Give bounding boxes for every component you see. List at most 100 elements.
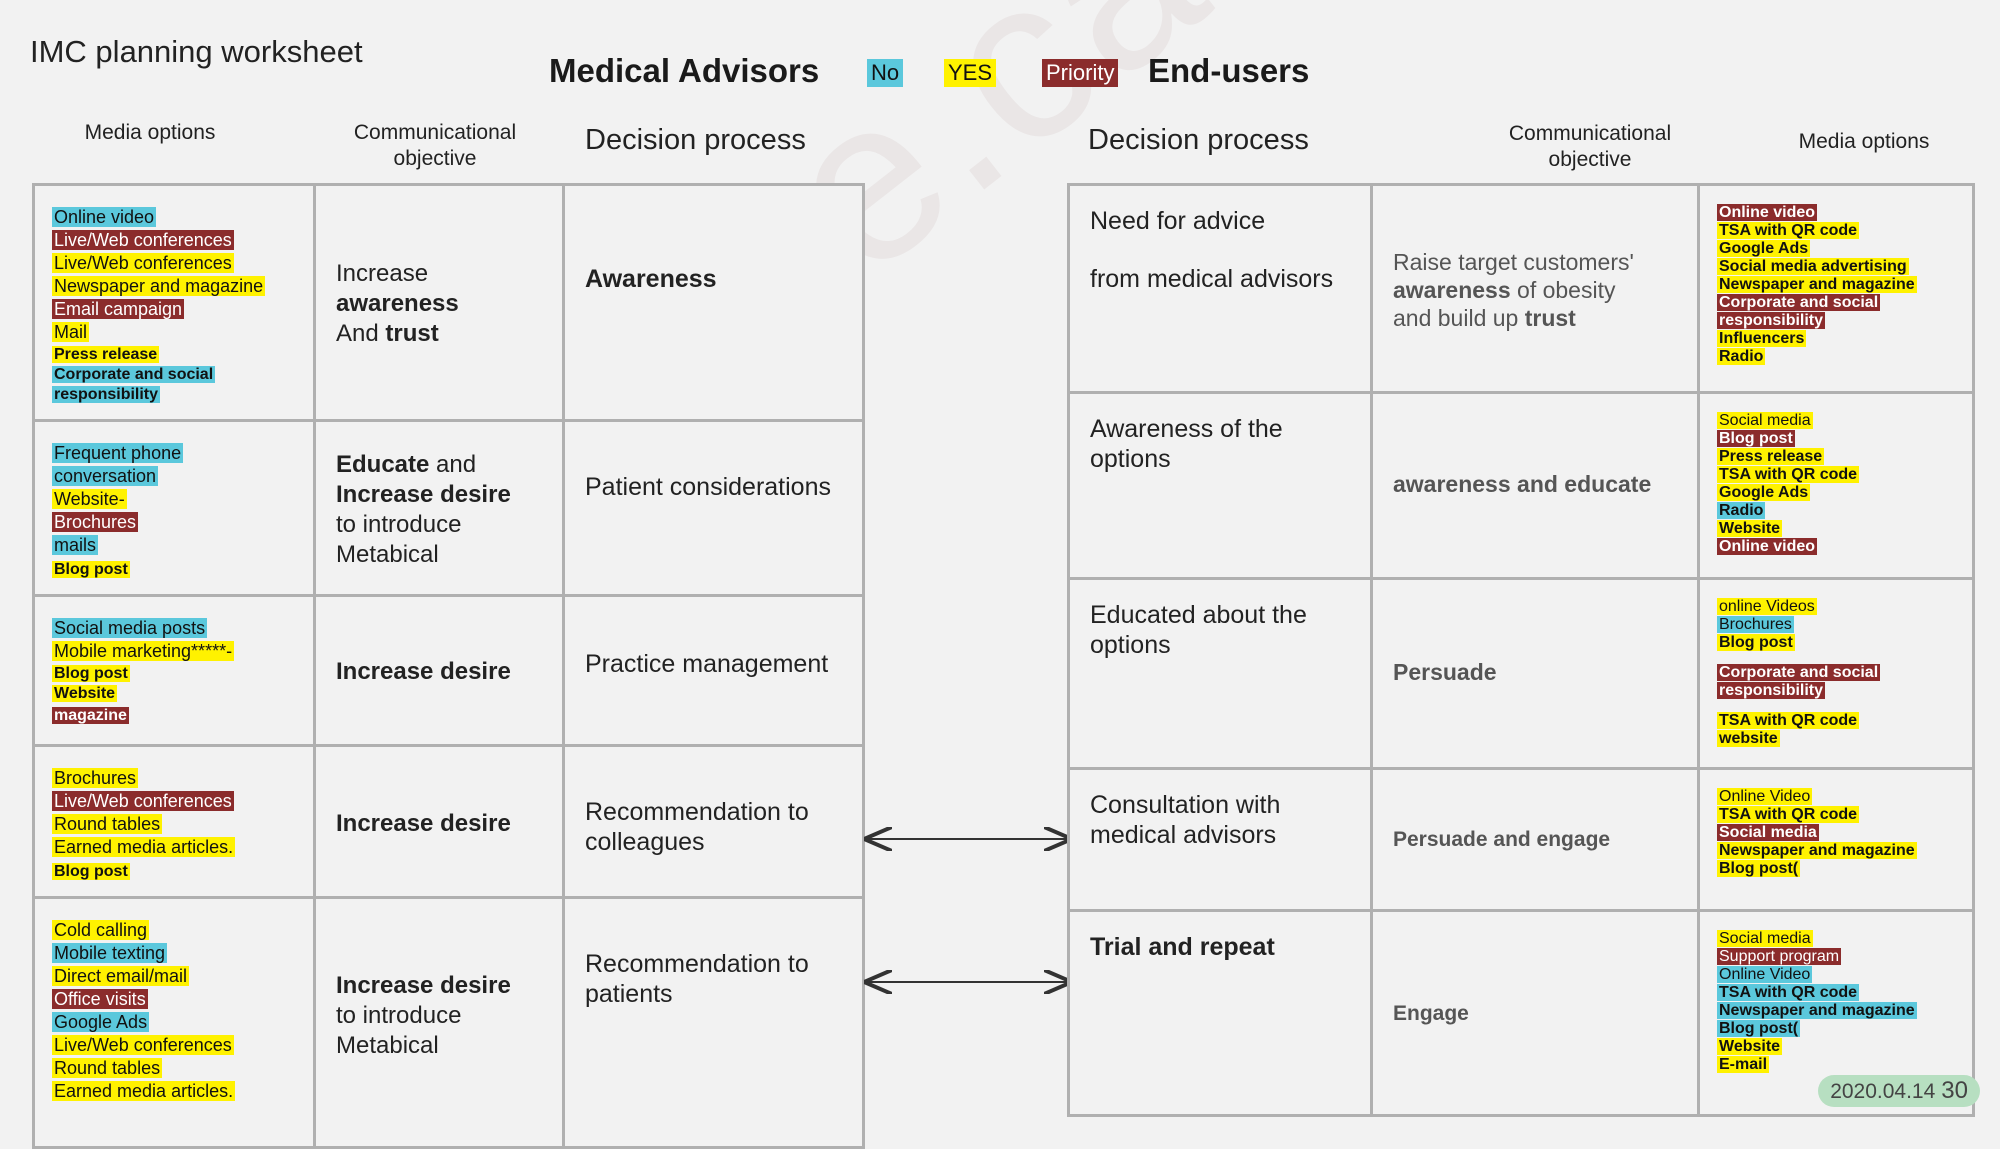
media-item: Online video [1717, 204, 1818, 221]
media-item: Press release [52, 346, 160, 363]
spacer [1717, 700, 1972, 712]
media-options-cell: online Videos Brochures Blog post Corpor… [1697, 580, 1972, 770]
media-item: Online Video [1717, 966, 1813, 983]
decision-cell: Awareness of the options [1070, 394, 1370, 580]
media-item: Corporate and social [1717, 664, 1881, 681]
media-item: Direct email/mail [52, 966, 190, 986]
decision-cell: Patient considerations [562, 422, 862, 597]
media-item: magazine [52, 707, 129, 724]
media-item: Website- [52, 489, 127, 509]
objective-cell: Increase awareness And trust [313, 186, 562, 419]
decision-text: colleagues [585, 828, 705, 856]
left-row: Cold calling Mobile texting Direct email… [35, 896, 862, 1149]
right-row: Consultation with medical advisors Persu… [1070, 767, 1972, 912]
media-item: Social media advertising [1717, 258, 1909, 275]
media-item: Brochures [52, 768, 139, 788]
media-options-cell: Brochures Live/Web conferences Round tab… [35, 747, 313, 899]
right-row: Awareness of the options awareness and e… [1070, 391, 1972, 580]
media-item: responsibility [1717, 682, 1826, 699]
objective-cell: Raise target customers' awareness of obe… [1370, 186, 1697, 391]
right-row: Trial and repeat Engage Social media Sup… [1070, 909, 1972, 1117]
objective-text: And [336, 320, 379, 347]
objective-text: Increase desire [336, 972, 511, 999]
legend-no: No [867, 59, 904, 87]
right-row: Educated about the options Persuade onli… [1070, 577, 1972, 770]
decision-cell: Trial and repeat [1070, 912, 1370, 1117]
media-item: Social media [1717, 824, 1819, 841]
media-item: Cold calling [52, 920, 150, 940]
media-item: Earned media articles. [52, 837, 236, 857]
decision-text: options [1090, 631, 1171, 659]
objective-text: Increase desire [336, 810, 511, 837]
decision-text: Awareness of the [1090, 415, 1283, 443]
decision-text: Consultation with [1090, 791, 1281, 819]
right-media-header: Media options [1798, 130, 1930, 153]
decision-cell: Recommendation to patients [562, 899, 862, 1149]
objective-cell: Persuade and engage [1370, 770, 1697, 912]
decision-text: from medical advisors [1090, 265, 1334, 293]
decision-text: medical advisors [1090, 821, 1277, 849]
left-row: Online video Live/Web conferences Live/W… [35, 186, 862, 419]
objective-text: of obesity [1517, 277, 1616, 303]
objective-text: and [436, 451, 477, 478]
media-options-cell: Online video Live/Web conferences Live/W… [35, 186, 313, 419]
objective-cell: Increase desire [313, 747, 562, 899]
media-item: Website [52, 685, 118, 702]
arrows [862, 820, 1074, 1000]
media-item: TSA with QR code [1717, 806, 1860, 823]
media-options-cell: Online Video TSA with QR code Social med… [1697, 770, 1972, 912]
media-item: Live/Web conferences [52, 1035, 234, 1055]
objective-text: Increase [336, 260, 429, 287]
media-item: Google Ads [1717, 484, 1811, 501]
objective-text: Educate [336, 451, 430, 478]
date-label: 2020.04.14 [1830, 1080, 1936, 1103]
media-item: responsibility [52, 386, 161, 403]
media-item: Influencers [1717, 330, 1807, 347]
left-row: Brochures Live/Web conferences Round tab… [35, 744, 862, 899]
objective-text: trust [385, 320, 439, 347]
media-item: Blog post( [1717, 1020, 1801, 1037]
decision-text: Awareness [585, 265, 717, 293]
media-item: Social media posts [52, 618, 208, 638]
media-item: Newspaper and magazine [52, 276, 266, 296]
media-item: Blog post [1717, 430, 1795, 447]
right-heading: End-users [1148, 52, 1310, 89]
media-item: Frequent phone [52, 443, 184, 463]
media-item: Blog post [52, 863, 130, 880]
right-grid: Need for advice from medical advisors Ra… [1067, 183, 1975, 1117]
media-options-cell: Frequent phone conversation Website- Bro… [35, 422, 313, 597]
objective-cell: Persuade [1370, 580, 1697, 770]
decision-text: options [1090, 445, 1171, 473]
media-item: TSA with QR code [1717, 984, 1860, 1001]
left-row: Social media posts Mobile marketing*****… [35, 594, 862, 747]
media-item: Online video [1717, 538, 1818, 555]
media-item: Blog post [52, 561, 130, 578]
decision-text: patients [585, 980, 673, 1008]
objective-text: Increase desire [336, 658, 511, 685]
media-item: Website [1717, 1038, 1783, 1055]
page-number: 30 [1941, 1077, 1968, 1104]
media-item: E-mail [1717, 1056, 1770, 1073]
decision-cell: Need for advice from medical advisors [1070, 186, 1370, 391]
left-row: Frequent phone conversation Website- Bro… [35, 419, 862, 597]
left-decision-header: Decision process [585, 124, 806, 156]
objective-cell: Educate and Increase desire to introduce… [313, 422, 562, 597]
objective-text: awareness [1393, 277, 1511, 303]
media-item: TSA with QR code [1717, 222, 1860, 239]
objective-text: Metabical [336, 1032, 439, 1059]
media-item: Live/Web conferences [52, 253, 234, 273]
media-item: website [1717, 730, 1780, 747]
media-item: Office visits [52, 989, 148, 1009]
objective-text: Increase desire [336, 481, 511, 508]
right-objective-header: Communicational objective [1508, 122, 1672, 171]
media-item: Blog post( [1717, 860, 1801, 877]
media-item: Google Ads [52, 1012, 150, 1032]
legend-priority: Priority [1042, 59, 1119, 87]
right-row: Need for advice from medical advisors Ra… [1070, 186, 1972, 391]
decision-text: Patient considerations [585, 473, 831, 501]
decision-text: Educated about the [1090, 601, 1307, 629]
media-item: Corporate and social [1717, 294, 1881, 311]
media-item: Online video [52, 207, 157, 227]
objective-text: trust [1524, 305, 1576, 331]
